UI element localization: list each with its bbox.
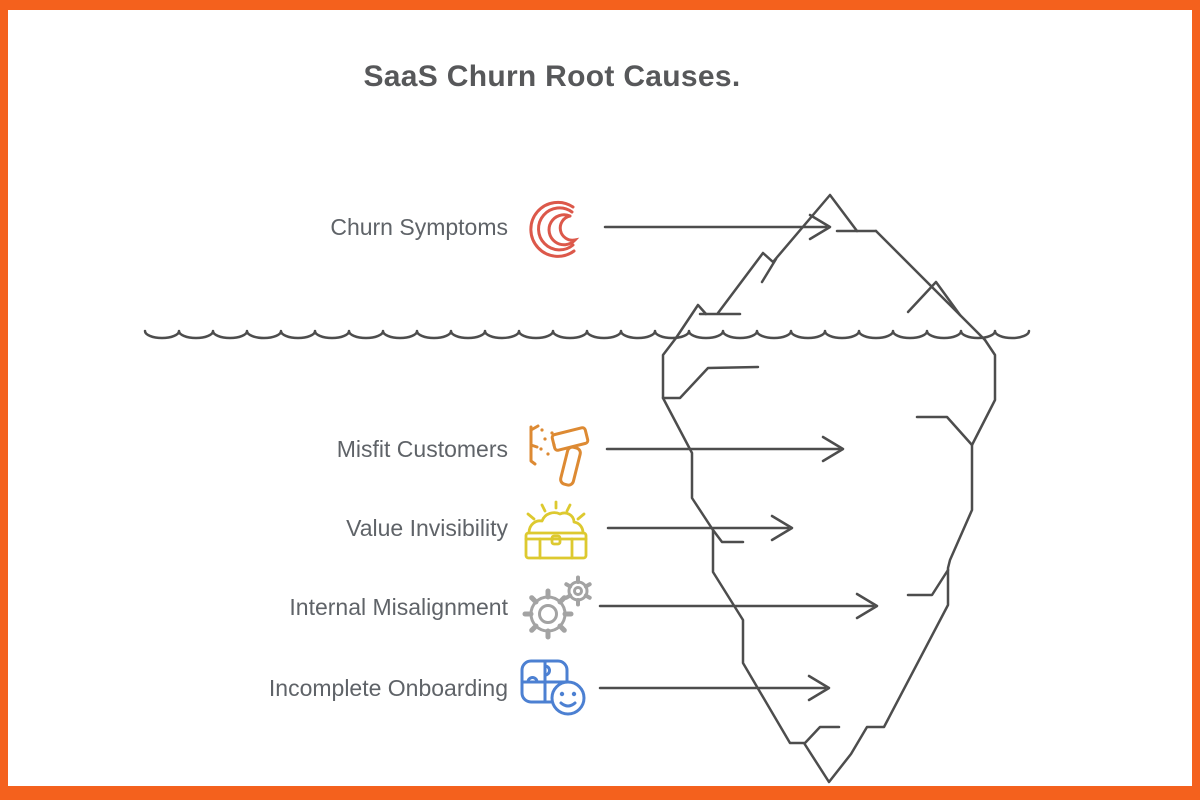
arrow-incomplete-onboarding [598,674,831,702]
label-misfit-customers: Misfit Customers [336,436,508,462]
waterline [143,329,1031,340]
iceberg-below-water [661,336,997,784]
arrow-value-invisibility [606,514,794,542]
label-value-invisibility: Value Invisibility [346,515,508,541]
label-churn-symptoms: Churn Symptoms [330,214,508,240]
line-art-group [143,193,1031,784]
treasure-chest-icon [524,500,588,560]
hammer-icon [529,424,590,487]
page-title: SaaS Churn Root Causes. [363,60,741,93]
label-internal-misalignment: Internal Misalignment [289,594,508,620]
arrow-churn-symptoms [603,213,832,241]
iceberg-above-water [674,193,987,342]
gears-icon [522,575,592,640]
puzzle-smiley-icon [520,659,586,716]
label-incomplete-onboarding: Incomplete Onboarding [268,675,508,701]
arrow-internal-misalignment [598,592,879,620]
wave-icon [529,200,580,258]
arrow-misfit-customers [605,435,845,463]
